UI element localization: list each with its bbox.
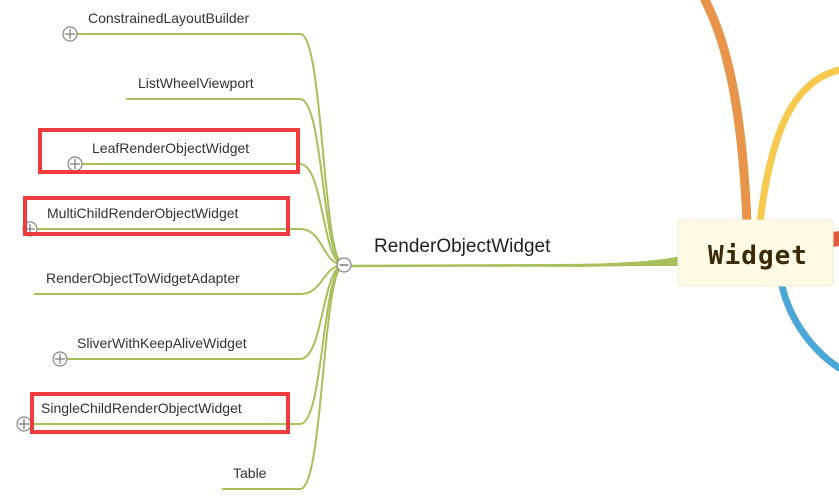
child-node[interactable]: SingleChildRenderObjectWidget: [16, 264, 345, 434]
expand-plus-icon[interactable]: [67, 156, 83, 172]
highlight-box: [23, 196, 290, 236]
branch-underline: [349, 263, 601, 268]
root-node-label[interactable]: Widget: [708, 241, 808, 271]
child-node-label[interactable]: SingleChildRenderObjectWidget: [41, 400, 242, 416]
collapse-toggle[interactable]: [336, 257, 352, 273]
branch-label[interactable]: RenderObjectWidget: [374, 236, 551, 257]
child-node-label[interactable]: MultiChildRenderObjectWidget: [47, 205, 239, 221]
child-connector: [299, 33, 345, 266]
child-node-label[interactable]: ListWheelViewport: [138, 75, 254, 91]
child-node-label[interactable]: SliverWithKeepAliveWidget: [77, 335, 247, 351]
child-connector: [299, 163, 345, 266]
child-nodes: ConstrainedLayoutBuilderListWheelViewpor…: [16, 10, 345, 490]
highlight-box: [38, 128, 300, 174]
red-branch[interactable]: [833, 231, 839, 247]
child-node[interactable]: ListWheelViewport: [126, 75, 345, 266]
child-node[interactable]: LeafRenderObjectWidget: [38, 128, 345, 266]
child-node[interactable]: Table: [222, 264, 345, 490]
child-node-label[interactable]: RenderObjectToWidgetAdapter: [46, 270, 240, 286]
highlight-box: [30, 392, 290, 434]
child-node[interactable]: ConstrainedLayoutBuilder: [62, 10, 345, 266]
yellow-branch[interactable]: [756, 66, 839, 226]
child-node-label[interactable]: Table: [233, 465, 267, 481]
child-node[interactable]: SliverWithKeepAliveWidget: [52, 264, 345, 367]
root-node-box[interactable]: [677, 219, 834, 287]
expand-plus-icon[interactable]: [62, 26, 78, 42]
expand-plus-icon[interactable]: [16, 416, 32, 432]
child-node-label[interactable]: LeafRenderObjectWidget: [92, 140, 249, 156]
child-connector: [299, 264, 345, 490]
child-node[interactable]: MultiChildRenderObjectWidget: [22, 196, 345, 266]
child-connector: [299, 98, 345, 266]
other-branches: [700, 0, 839, 372]
child-node-label[interactable]: ConstrainedLayoutBuilder: [88, 10, 249, 26]
expand-plus-icon[interactable]: [52, 351, 68, 367]
child-connector: [299, 264, 345, 425]
blue-branch[interactable]: [778, 282, 839, 372]
orange-branch[interactable]: [700, 0, 752, 227]
root-node[interactable]: Widget: [677, 219, 834, 287]
child-node[interactable]: RenderObjectToWidgetAdapter: [34, 264, 345, 295]
